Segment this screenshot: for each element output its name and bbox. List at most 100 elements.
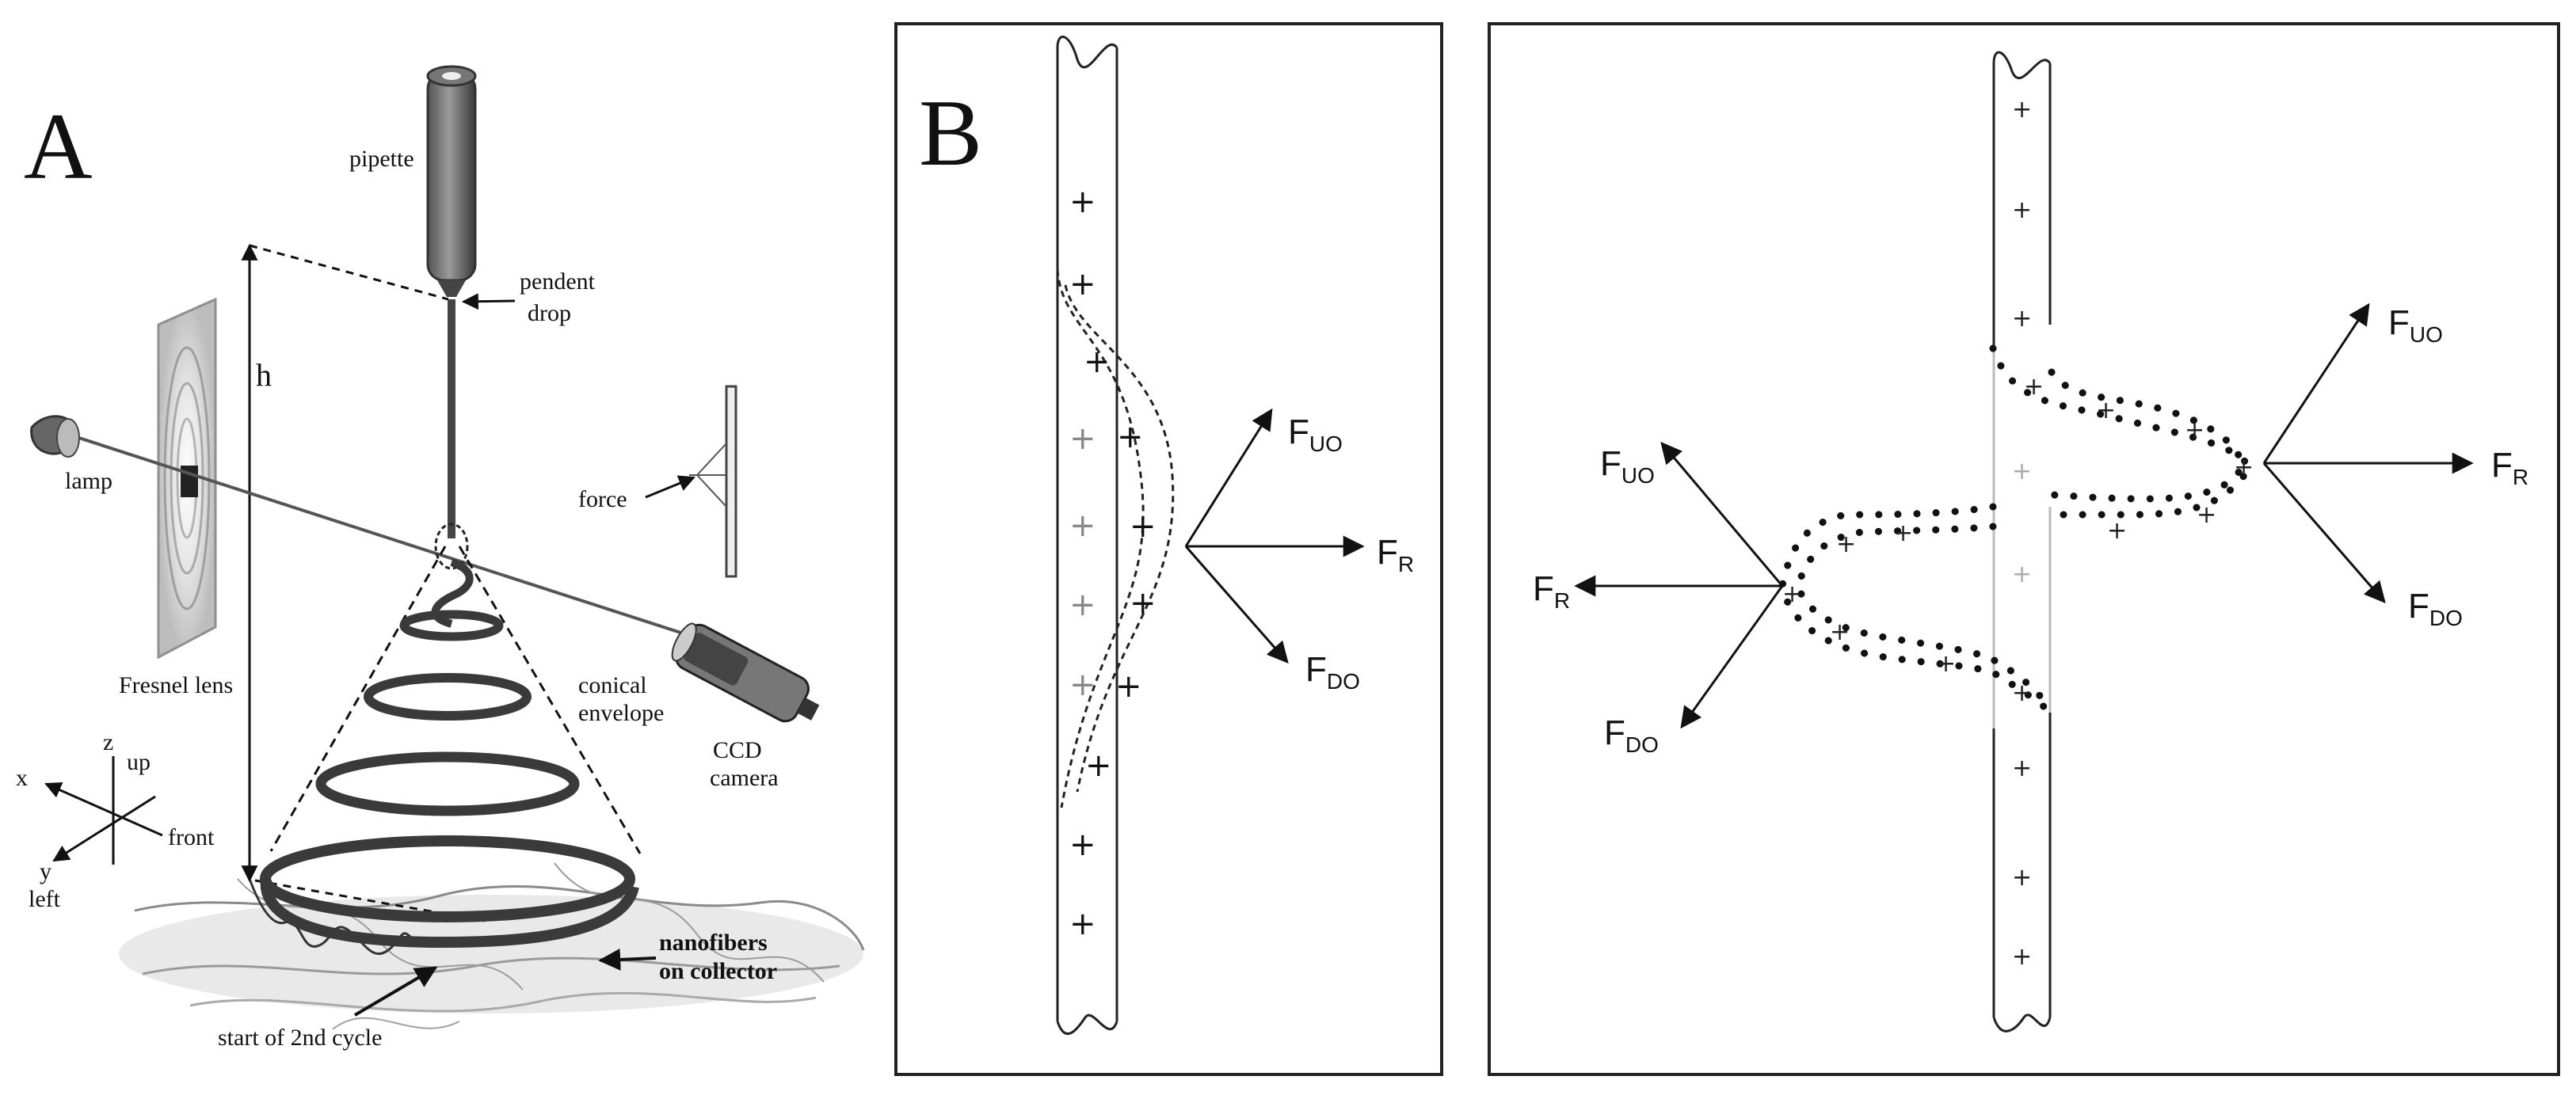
panel-b-letter: B [919,80,982,185]
svg-text:+: + [2012,755,2032,782]
upper-bend-inner [2048,368,2246,503]
svg-text:+: + [1069,906,1096,942]
axis-x-label: x [16,765,28,791]
lower-bend-inner [1794,523,2048,705]
fdo-label-b: FDO [1305,650,1360,694]
svg-text:+: + [2012,943,2032,971]
optical-axis-line [59,430,757,659]
fuo-label-c-right: FUO [2388,303,2443,347]
pendent-drop-arrow [461,293,516,310]
start-2nd-cycle-arrow [353,966,438,1017]
svg-text:+: + [1069,508,1096,544]
charges-c: + + + + + + + + + + + + + + + + + + + + [1782,96,2254,971]
svg-text:+: + [2012,458,2032,485]
lamp-label: lamp [65,468,112,494]
svg-text:+: + [1893,519,1913,547]
start-2nd-cycle-label: start of 2nd cycle [218,1025,382,1051]
fdo-arrow-c-right [2262,462,2386,604]
svg-text:+: + [2012,96,2032,124]
nanofibers-label-1: nanofibers [659,930,768,956]
axis-z-label: z [103,729,113,755]
ccd-camera-label-2: camera [710,765,779,791]
svg-text:+: + [1084,344,1111,380]
fr-label-c-right: FR [2491,446,2528,489]
conical-envelope-label-2: envelope [578,700,664,726]
fdo-label-c-left: FDO [1604,713,1659,757]
fdo-label-c-right: FDO [2408,587,2463,630]
svg-text:+: + [1130,508,1157,545]
svg-text:+: + [1085,747,1112,784]
axis-up-label: up [127,749,151,775]
nanofibers-arrow [598,948,657,971]
svg-text:+: + [2012,679,2032,707]
ccd-camera-icon [671,622,820,723]
svg-text:+: + [1130,585,1157,622]
svg-text:+: + [1836,530,1856,558]
svg-text:+: + [2234,454,2254,481]
axis-left-label: left [29,886,61,912]
fuo-label-c-left: FUO [1600,444,1655,488]
panel-b: B + + + + + + + + + + + + + + [894,22,1443,1076]
svg-text:+: + [1069,827,1096,863]
axis-y-label: y [40,858,51,884]
upper-bend-outer [1989,344,2254,519]
force-label: force [578,486,627,512]
svg-text:+: + [1782,580,1802,608]
svg-text:+: + [1069,667,1096,703]
panel-c-frame [1488,22,2560,1076]
lower-bend-outer [1778,503,2054,717]
panel-c: + + + + + + + + + + + + + + + + + + + + … [1488,22,2560,1076]
svg-text:+: + [2012,305,2032,333]
jet-column-c [1992,51,2052,1032]
jet-column [1056,36,1118,1035]
nanofibers-label-2: on collector [659,958,777,984]
svg-text:+: + [2107,517,2127,545]
svg-text:+: + [1936,650,1956,678]
conical-envelope-label-1: conical [578,672,647,698]
charges-b: + + + + + + + + + + + + + + [1069,184,1157,942]
lamp-icon [30,415,80,458]
force-sensor-icon [689,385,737,578]
panel-a-letter: A [24,93,93,199]
pipette-icon [426,65,477,297]
svg-text:+: + [2185,416,2204,444]
svg-text:+: + [1830,618,1850,646]
perturbed-jet-inner [1064,284,1175,793]
svg-text:+: + [2096,397,2116,424]
svg-text:+: + [2197,501,2216,529]
fuo-label-b: FUO [1288,413,1343,456]
svg-text:+: + [1115,668,1142,705]
height-top-dashed [249,244,449,301]
fuo-arrow-c-right [2262,302,2370,464]
perturbed-jet-outer [1056,268,1145,808]
h-label: h [256,357,272,393]
svg-text:+: + [2024,373,2044,401]
ccd-camera-label-1: CCD [713,737,762,763]
svg-text:+: + [1069,587,1096,623]
pendent-drop-label-2: drop [528,300,571,326]
pendent-drop-label-1: pendent [520,268,596,295]
fdo-arrow-c-left [1680,585,1784,729]
svg-text:+: + [1069,266,1096,302]
panel-a: A h [16,65,865,1051]
axis-front-label: front [168,824,215,850]
svg-text:+: + [2012,864,2032,892]
fdo-arrow-b [1184,546,1289,664]
svg-text:+: + [1117,419,1144,455]
fuo-arrow-c-left [1660,441,1784,587]
helical-jet-coils [260,558,639,949]
svg-text:+: + [2012,196,2032,224]
fr-label-c-left: FR [1533,569,1570,613]
svg-text:+: + [2012,561,2032,588]
jet-bending-circle [434,523,469,570]
force-arrow [645,475,695,499]
panel-b-frame [894,22,1443,1076]
fuo-arrow-b [1184,408,1273,547]
svg-text:+: + [1069,420,1096,457]
svg-text:+: + [1069,184,1096,220]
fresnel-lens-label: Fresnel lens [119,672,233,698]
fr-label-b: FR [1377,533,1414,576]
cone-left-edge [269,546,447,852]
pipette-label: pipette [349,146,414,172]
